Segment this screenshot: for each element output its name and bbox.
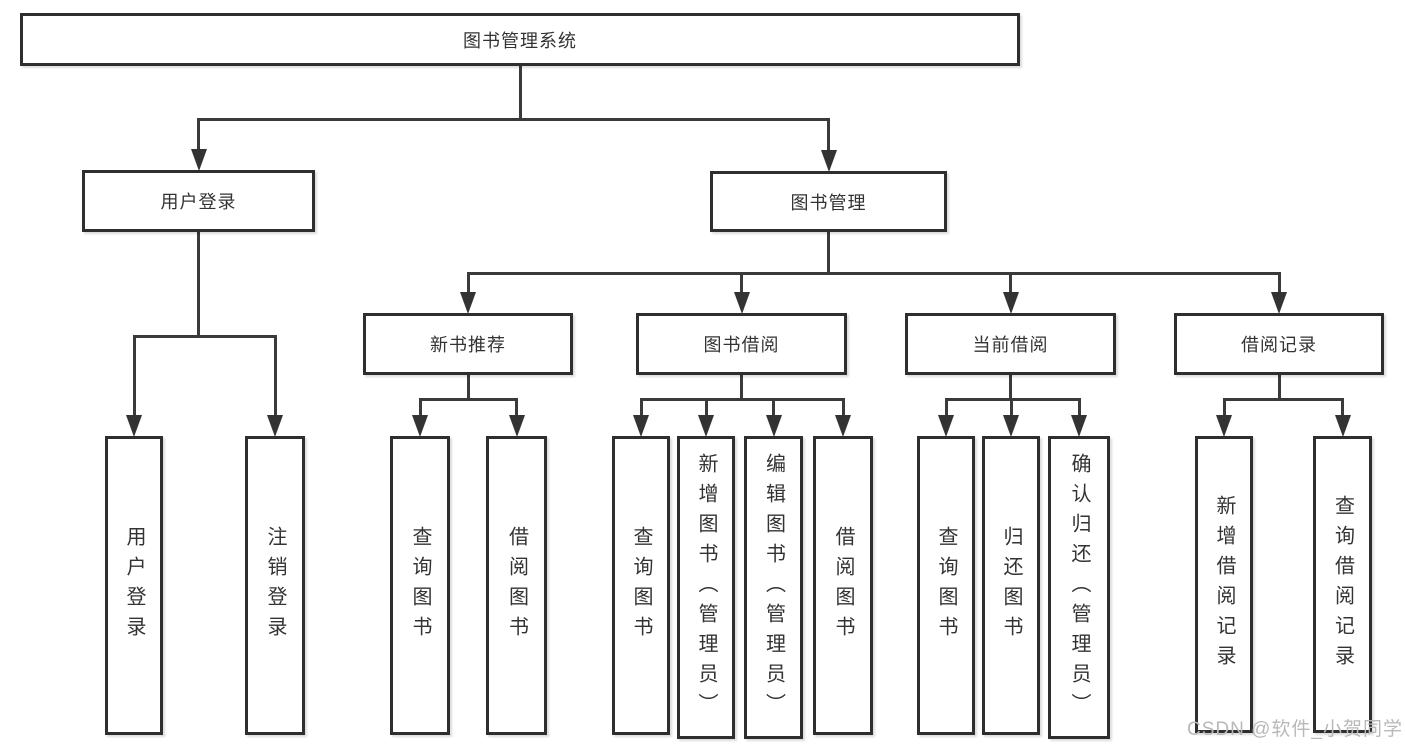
connector-line — [1341, 398, 1344, 418]
connector-line — [1222, 398, 1226, 418]
arrow-down-icon — [1216, 415, 1232, 437]
connector-line — [1009, 272, 1012, 295]
node-label: 归还图书 — [1000, 525, 1022, 646]
node-label: 编辑图书（管理员） — [762, 452, 785, 723]
arrow-down-icon — [1271, 292, 1287, 314]
connector-line — [740, 375, 743, 401]
node-borrow: 图书借阅 — [636, 313, 847, 375]
arrow-down-icon — [190, 149, 207, 171]
connector-line — [639, 398, 845, 401]
node-current: 当前借阅 — [905, 313, 1116, 375]
node-manage: 图书管理 — [710, 171, 947, 232]
connector-line — [466, 375, 470, 401]
node-login-login: 用户登录 — [105, 436, 163, 735]
node-borrow-borrow: 借阅图书 — [813, 436, 873, 735]
connector-line — [704, 398, 708, 418]
node-label: 注销登录 — [264, 525, 286, 646]
arrow-down-icon — [1071, 415, 1087, 437]
connector-line — [466, 272, 1281, 275]
node-label: 查询图书 — [935, 525, 957, 646]
connector-line — [841, 398, 845, 418]
connector-line — [827, 118, 830, 153]
watermark: CSDN @软件_小贺同学 — [1187, 719, 1403, 740]
arrow-down-icon — [412, 415, 428, 437]
connector-line — [518, 66, 522, 121]
node-records-add: 新增借阅记录 — [1195, 436, 1253, 733]
connector-line — [197, 118, 830, 121]
connector-line — [944, 398, 948, 418]
node-current-query: 查询图书 — [917, 436, 975, 735]
arrow-down-icon — [1003, 415, 1019, 437]
node-label: 图书管理 — [790, 192, 867, 213]
node-current-return: 归还图书 — [982, 436, 1040, 735]
connector-line — [132, 335, 136, 418]
connector-line — [1077, 398, 1081, 418]
connector-line — [1009, 398, 1013, 418]
arrow-down-icon — [820, 150, 837, 172]
connector-line — [273, 335, 277, 418]
node-label: 当前借阅 — [972, 335, 1049, 355]
arrow-down-icon — [126, 415, 142, 437]
arrow-down-icon — [1002, 292, 1019, 314]
arrow-down-icon — [698, 415, 714, 437]
node-label: 新书推荐 — [430, 335, 506, 355]
node-label: 图书管理系统 — [463, 30, 577, 51]
node-records-query: 查询借阅记录 — [1313, 436, 1372, 733]
node-label: 查询借阅记录 — [1331, 494, 1354, 675]
node-borrow-edit: 编辑图书（管理员） — [744, 436, 803, 739]
connector-line — [1277, 375, 1281, 401]
node-label: 借阅图书 — [832, 525, 854, 646]
node-borrow-query: 查询图书 — [612, 436, 670, 735]
connector-line — [827, 232, 830, 275]
node-login: 用户登录 — [82, 170, 315, 232]
node-label: 新增借阅记录 — [1213, 494, 1235, 675]
node-records: 借阅记录 — [1174, 313, 1384, 375]
arrow-down-icon — [733, 292, 750, 314]
node-label: 确认归还（管理员） — [1068, 452, 1090, 723]
node-label: 新增图书（管理员） — [695, 452, 717, 723]
connector-line — [1222, 398, 1344, 401]
node-label: 用户登录 — [123, 525, 145, 646]
node-label: 借阅记录 — [1241, 335, 1317, 355]
node-label: 查询图书 — [409, 525, 431, 646]
connector-line — [1009, 375, 1012, 401]
node-newbook: 新书推荐 — [363, 313, 573, 375]
connector-line — [515, 398, 518, 418]
arrow-down-icon — [938, 415, 954, 437]
arrow-down-icon — [1334, 415, 1351, 437]
connector-line — [740, 272, 743, 295]
node-label: 借阅图书 — [505, 525, 528, 646]
arrow-down-icon — [835, 415, 851, 437]
node-label: 用户登录 — [160, 192, 237, 212]
connector-line — [772, 398, 775, 418]
connector-line — [197, 118, 200, 152]
node-login-logout: 注销登录 — [245, 436, 305, 735]
connector-line — [1277, 272, 1281, 295]
arrow-down-icon — [508, 415, 525, 437]
node-newbook-borrow: 借阅图书 — [486, 436, 547, 735]
connector-line — [418, 398, 422, 418]
arrow-down-icon — [765, 415, 782, 437]
connector-line — [197, 232, 200, 338]
node-label: 图书借阅 — [703, 335, 780, 355]
node-borrow-add: 新增图书（管理员） — [677, 436, 735, 739]
node-root: 图书管理系统 — [20, 13, 1020, 66]
arrow-down-icon — [460, 292, 476, 314]
connector-line — [944, 398, 1081, 401]
arrow-down-icon — [267, 415, 283, 437]
connector-line — [418, 398, 518, 401]
node-current-confirm: 确认归还（管理员） — [1048, 436, 1110, 739]
node-newbook-query: 查询图书 — [390, 436, 450, 735]
node-label: 查询图书 — [630, 525, 652, 646]
arrow-down-icon — [633, 415, 649, 437]
connector-line — [639, 398, 643, 418]
connector-line — [466, 272, 470, 295]
connector-line — [132, 335, 277, 338]
